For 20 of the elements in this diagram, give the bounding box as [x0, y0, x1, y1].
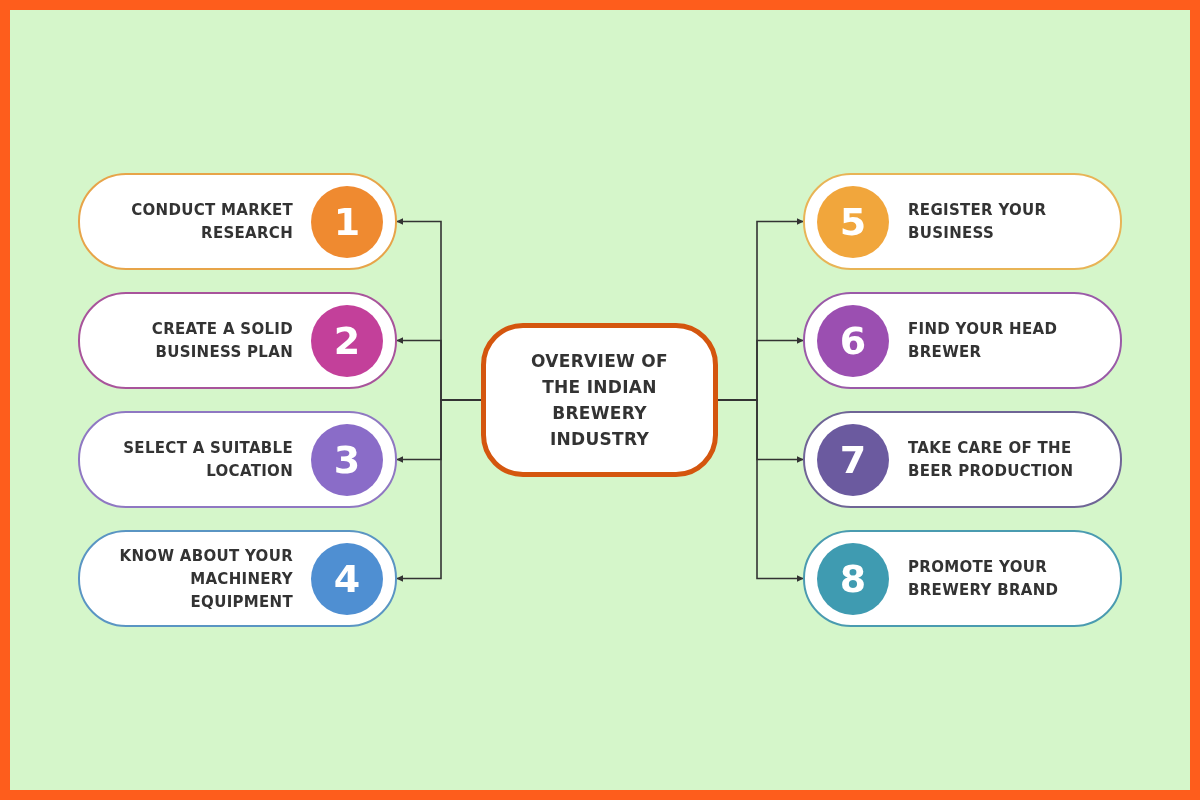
step-number: 4	[311, 542, 383, 615]
step-number: 5	[817, 185, 889, 258]
connector-arrow	[717, 399, 804, 582]
title-text: OVERVIEW OF THE INDIAN BREWERY INDUSTRY	[530, 350, 669, 451]
step-text: PROMOTE YOUR BREWERY BRAND	[908, 556, 1060, 601]
step-number: 6	[817, 304, 889, 377]
step-number: 2	[311, 304, 383, 377]
connector-arrow	[396, 399, 482, 582]
title-box	[481, 323, 718, 477]
step-number: 3	[311, 423, 383, 496]
step-number: 1	[311, 185, 383, 258]
step-text: TAKE CARE OF THE BEER PRODUCTION	[908, 437, 1075, 482]
step-text: KNOW ABOUT YOUR MACHINERY EQUIPMENT	[118, 545, 293, 612]
step-number: 7	[817, 423, 889, 496]
step-text: CREATE A SOLID BUSINESS PLAN	[150, 318, 293, 363]
step-text: REGISTER YOUR BUSINESS	[908, 199, 1048, 244]
step-text: SELECT A SUITABLE LOCATION	[122, 437, 293, 482]
step-text: FIND YOUR HEAD BREWER	[908, 318, 1059, 363]
step-text: CONDUCT MARKET RESEARCH	[130, 199, 293, 244]
step-number: 8	[817, 542, 889, 615]
